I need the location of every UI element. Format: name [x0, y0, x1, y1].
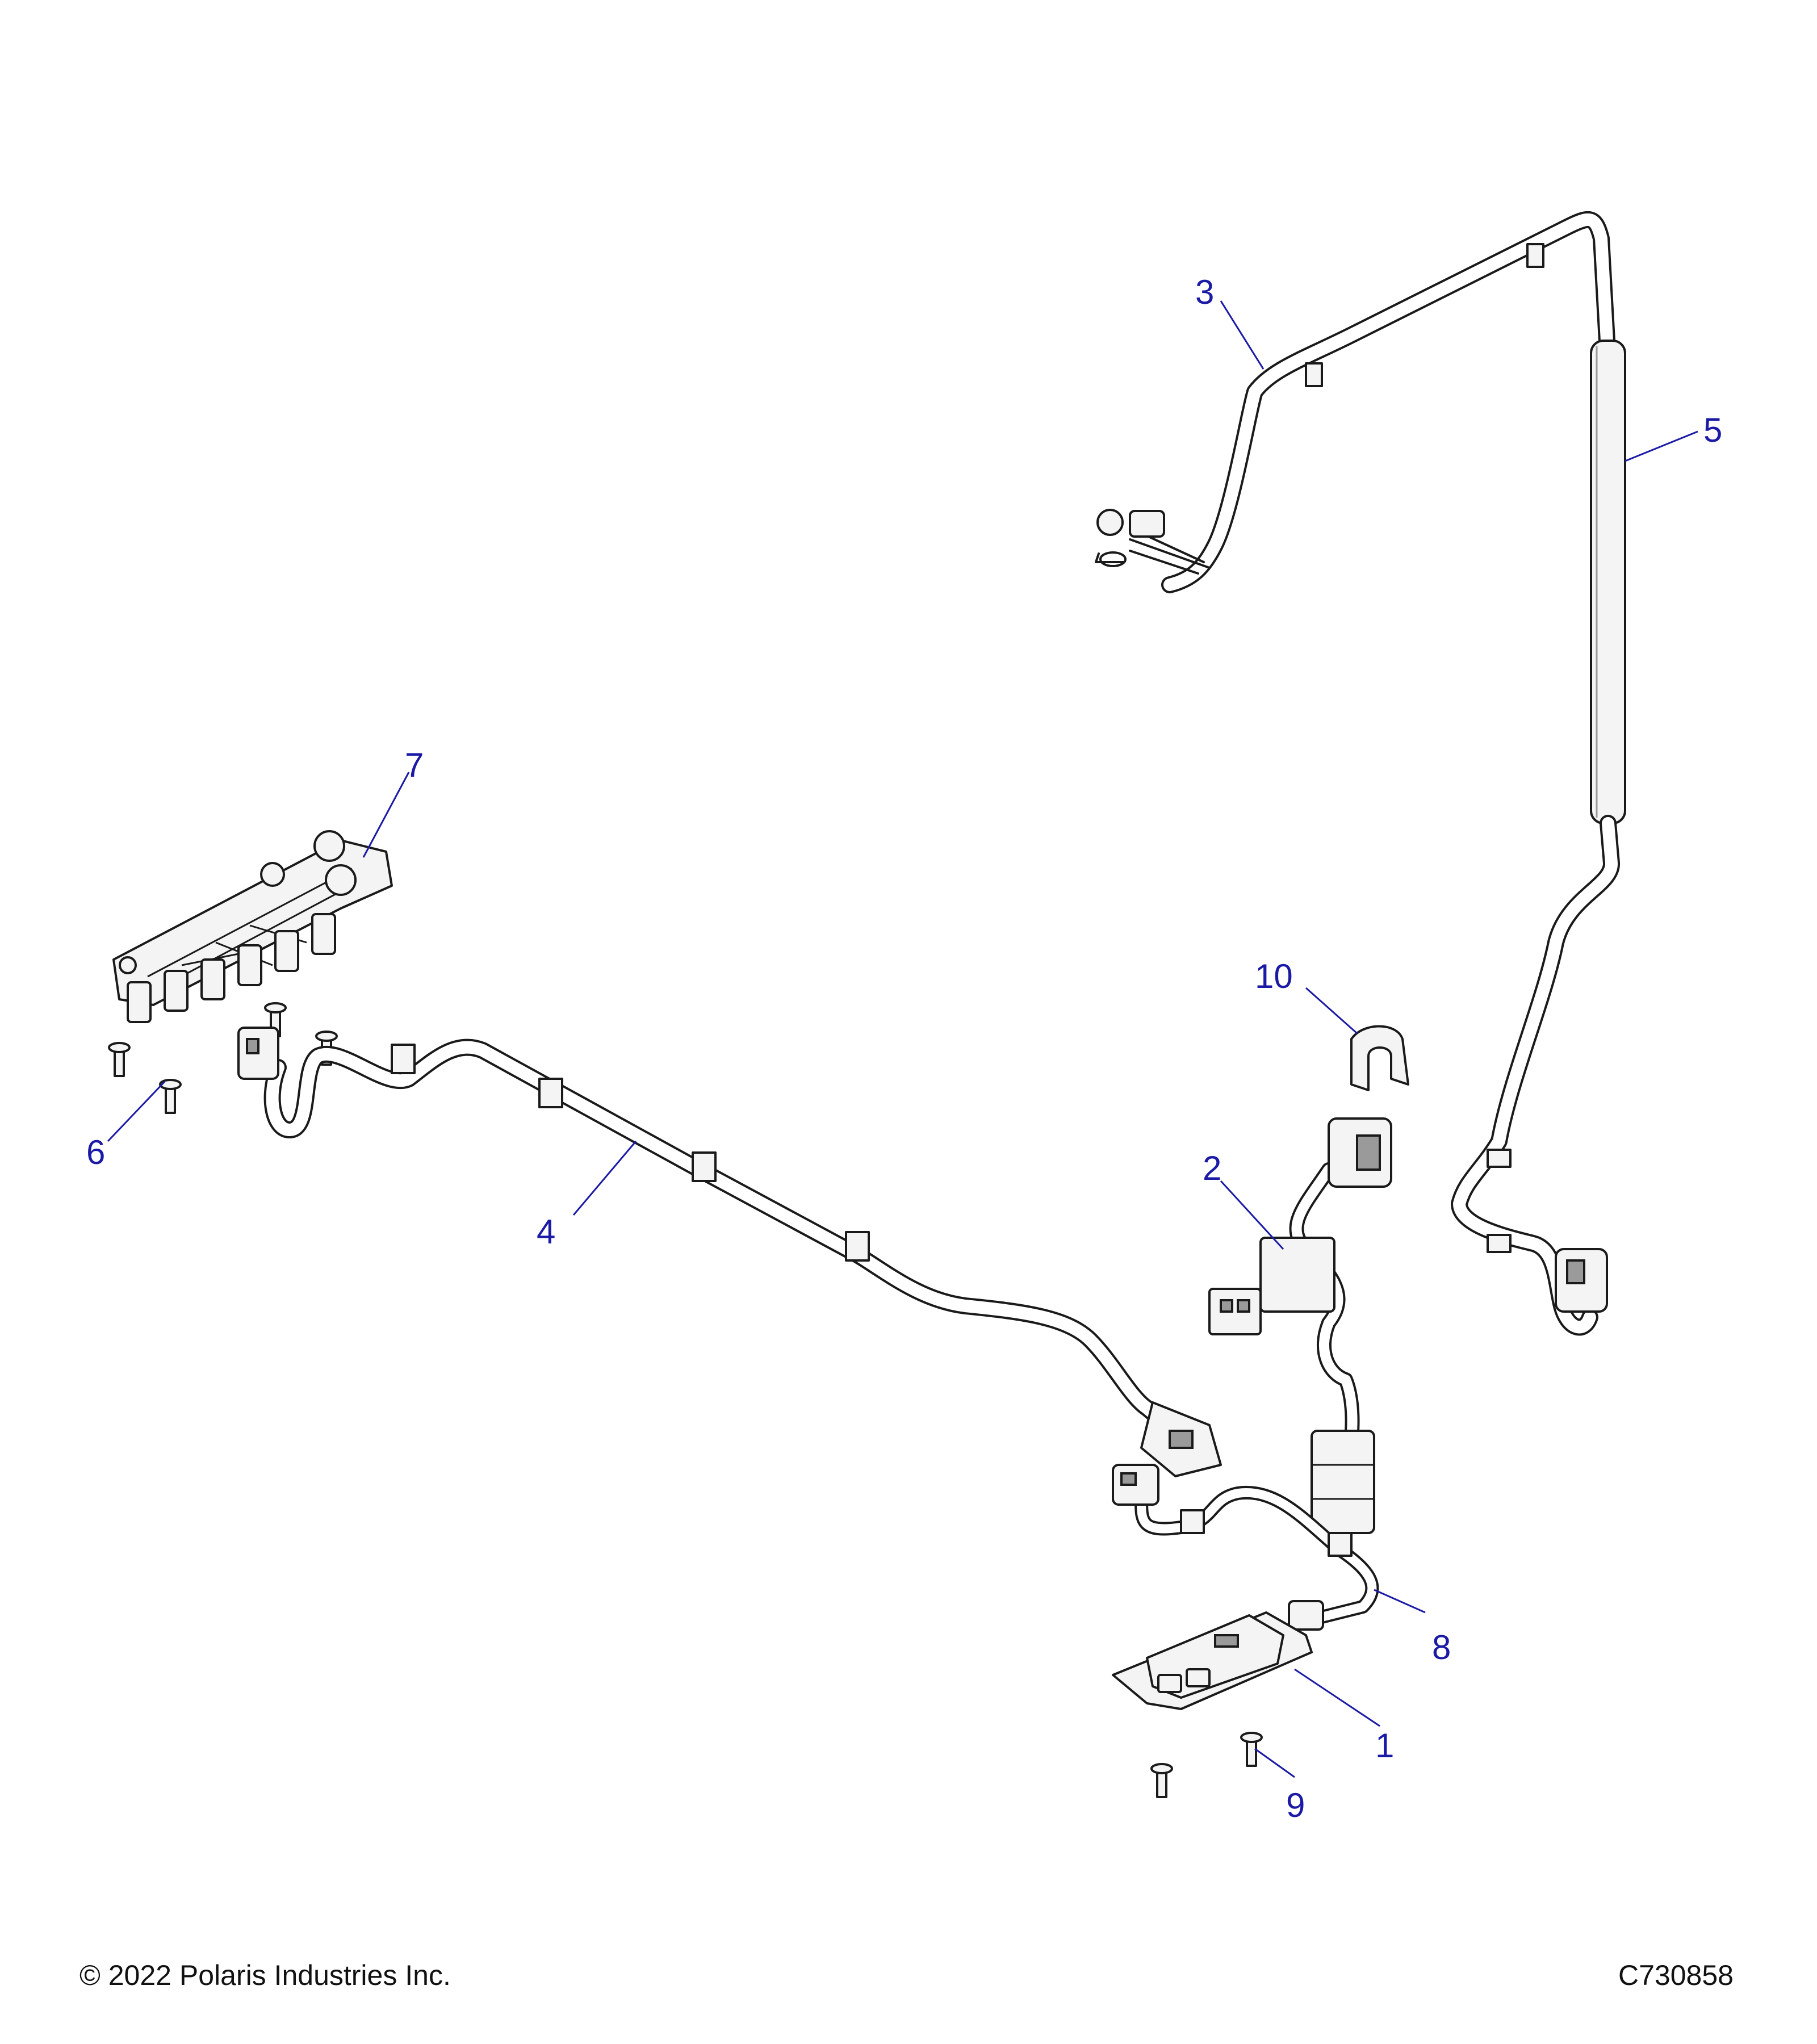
harness-clip: [1487, 1234, 1512, 1253]
relay-bracket: [112, 830, 393, 1023]
harness-clip: [538, 1078, 563, 1108]
callout-6: 6: [86, 1133, 106, 1171]
harness-clip: [1180, 1509, 1205, 1534]
callout-3: 3: [1195, 273, 1215, 311]
box-screws: [1150, 1732, 1263, 1798]
harness-retainer-clip: [1350, 1025, 1409, 1091]
harness-connector: [1288, 1600, 1324, 1631]
sensor-connector: [1129, 510, 1165, 538]
callout-5: 5: [1703, 411, 1723, 449]
harness-clip: [845, 1231, 870, 1262]
callout-1: 1: [1375, 1727, 1395, 1765]
harness-clip: [1328, 1532, 1353, 1557]
callout-4: 4: [537, 1213, 556, 1251]
ring-terminal: [1096, 509, 1124, 536]
callout-9: 9: [1286, 1786, 1305, 1824]
figure-code: C730858: [1618, 1959, 1734, 1991]
eyelet: [1099, 551, 1127, 567]
callout-10: 10: [1255, 957, 1293, 995]
lower-connector: [1311, 1430, 1375, 1534]
callout-2: 2: [1203, 1149, 1222, 1187]
module-block: [1259, 1237, 1335, 1313]
control-box: [1112, 1611, 1313, 1710]
copyright-text: © 2022 Polaris Industries Inc.: [79, 1959, 451, 1991]
harness-clip: [1305, 362, 1323, 387]
harness-clip: [1526, 243, 1544, 268]
harness-short: [1112, 1464, 1379, 1631]
harness-clip: [692, 1151, 717, 1182]
control-module-harness: [1208, 1117, 1392, 1534]
harness-upper: [1095, 211, 1626, 1336]
harness-lower: [237, 1027, 1222, 1477]
leader-lines: [107, 300, 1698, 1778]
harness-clip: [1487, 1149, 1512, 1168]
callout-8: 8: [1432, 1628, 1451, 1666]
harness-clip: [391, 1044, 416, 1074]
bracket-screws: [108, 1002, 338, 1114]
callout-7: 7: [405, 746, 424, 784]
